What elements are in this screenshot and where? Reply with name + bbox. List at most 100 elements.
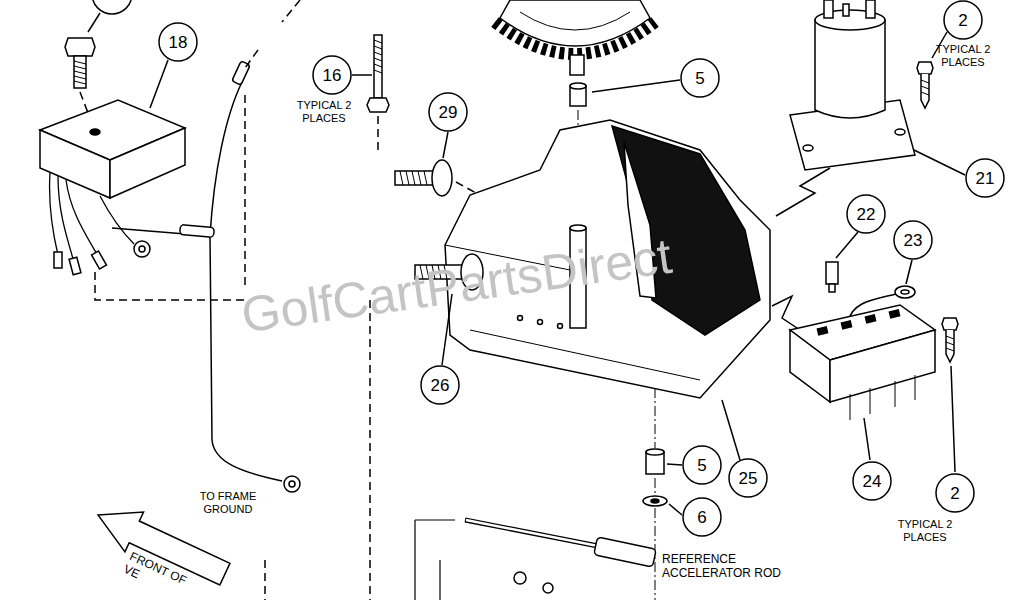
fuse-part [826, 262, 838, 284]
long-bolt [352, 74, 372, 76]
accelerator-parts [651, 499, 659, 503]
housing-part [558, 324, 563, 329]
accelerator-parts [643, 496, 667, 506]
callout-number: 5 [680, 58, 720, 98]
solenoid-part [866, 0, 875, 18]
callout-circle [681, 59, 719, 97]
callout-circle [429, 93, 467, 131]
controller-module [110, 128, 185, 198]
accelerator-parts [265, 300, 370, 600]
bolt-part [88, 13, 100, 32]
callout-number-text: 24 [863, 473, 882, 490]
callout-text-holder: 18 [158, 22, 198, 62]
fuse-part [895, 286, 915, 298]
callout-number-text: 23 [904, 232, 923, 249]
fuse-block [830, 330, 935, 402]
callout-number-text: 5 [697, 457, 706, 474]
callout-text-holder: 16 [312, 55, 352, 95]
controller-module [134, 241, 150, 257]
bolt-part [65, 38, 95, 56]
fuse-block [817, 327, 827, 335]
accelerator-parts [514, 572, 526, 584]
callout-number: 16 [312, 55, 352, 95]
controller-module [40, 130, 110, 198]
accelerator-parts [415, 520, 455, 600]
long-bolt [374, 35, 382, 98]
callout-number-text: 2 [958, 12, 967, 29]
fuse-block [864, 418, 870, 460]
housing-part [518, 316, 523, 321]
fuse-block [841, 321, 851, 329]
ground-wire [284, 476, 300, 492]
callout-text-holder: 29 [428, 92, 468, 132]
callout-number-text: 29 [439, 104, 458, 121]
fuse-block [889, 310, 899, 318]
callout-number-text: 18 [169, 34, 188, 51]
callout-text-holder: 26 [420, 365, 460, 405]
solenoid-part [815, 20, 885, 118]
accelerator-parts [465, 520, 598, 546]
accelerator-parts [543, 583, 553, 593]
ground-wire [112, 0, 300, 492]
screw-part [917, 62, 933, 74]
screw-part [921, 74, 929, 108]
controller-module [139, 246, 145, 252]
controller-module [49, 172, 134, 262]
controller-module [54, 252, 62, 268]
solenoid-part [803, 145, 813, 151]
long-bolt [377, 116, 379, 150]
bushing-part [592, 80, 680, 92]
fuse-block [790, 305, 935, 460]
housing-part [570, 225, 586, 231]
housing-part [538, 320, 543, 325]
callout-text-holder: 22 [846, 194, 886, 234]
callout-number: 6 [682, 497, 722, 537]
bolt-part [443, 132, 448, 158]
housing-part [772, 296, 800, 330]
fuse-part [836, 232, 858, 258]
callout-number-text: 16 [323, 67, 342, 84]
accelerator-parts [466, 520, 598, 546]
callout-number: 5 [682, 445, 722, 485]
callout-circle [313, 56, 351, 94]
controller-module [95, 272, 245, 300]
accelerator-parts [646, 449, 664, 455]
solenoid-part [914, 150, 965, 175]
callout-circle [966, 159, 1004, 197]
callout-number-text: 25 [739, 470, 758, 487]
fuse-block [790, 330, 830, 402]
housing-part [612, 126, 760, 335]
callout-text-holder: 5 [680, 58, 720, 98]
callout-text-holder: 23 [893, 220, 933, 260]
callout-number: 2 [935, 473, 975, 513]
fuse-part [829, 284, 835, 292]
screw-part [946, 336, 954, 351]
bolt-part [400, 171, 427, 185]
gear-part [495, 0, 655, 75]
solenoid-part [790, 0, 965, 175]
housing-part [722, 400, 740, 460]
callout-text-holder: 21 [965, 158, 1005, 198]
fuse-block [850, 375, 915, 420]
callout-number: 29 [428, 92, 468, 132]
callout-number: 2 [943, 0, 983, 40]
callout-number: 26 [420, 365, 460, 405]
callout-circle [683, 446, 721, 484]
callout-number: 23 [893, 220, 933, 260]
screw-part [942, 318, 958, 330]
bolt-part [74, 56, 86, 88]
note-label: TYPICAL 2 PLACES [891, 518, 959, 543]
callout-circle [159, 23, 197, 61]
long-bolt [352, 35, 389, 150]
fuse-part [906, 260, 912, 284]
callout-number: 24 [852, 461, 892, 501]
bolt-part [92, 0, 132, 14]
ground-wire [245, 0, 300, 290]
ground-wire [210, 82, 242, 236]
callout-number: 25 [728, 458, 768, 498]
callout-number: 22 [846, 194, 886, 234]
callout-circle [729, 459, 767, 497]
controller-module [150, 60, 168, 108]
callout-circle [847, 195, 885, 233]
